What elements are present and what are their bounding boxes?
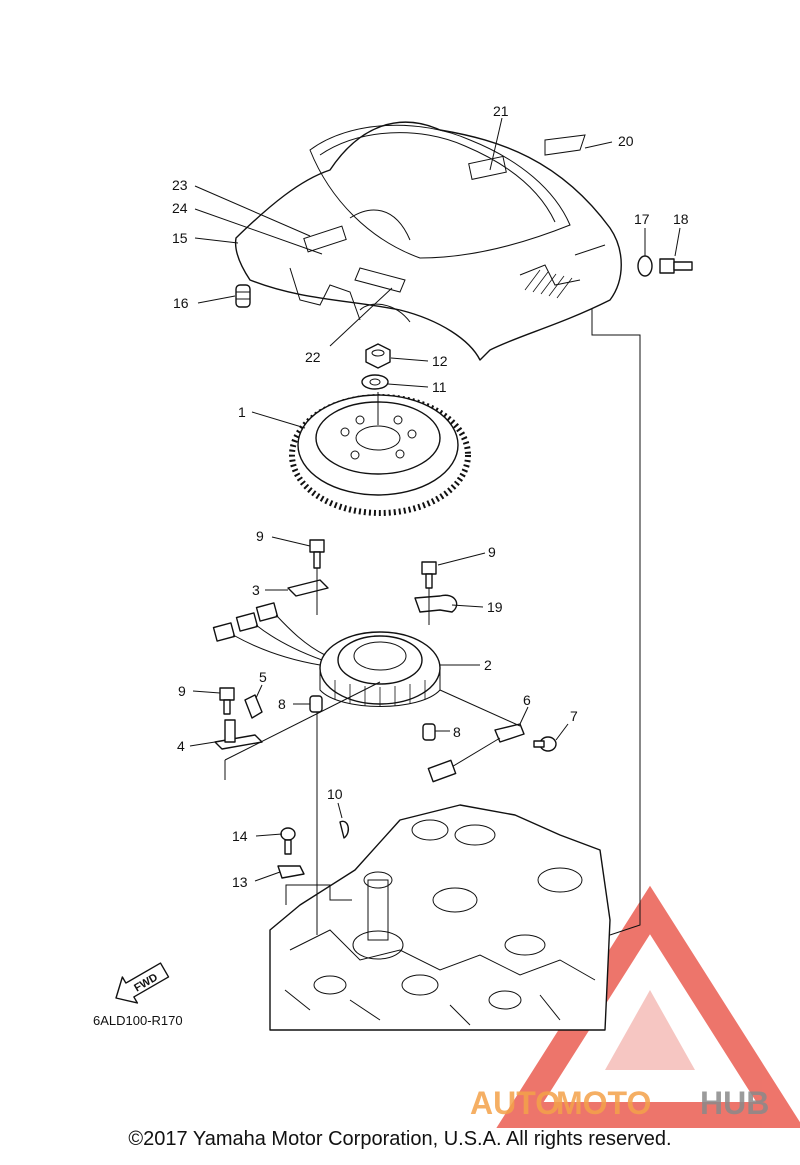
- callout-9-left: 9: [178, 683, 186, 699]
- holder-3: [287, 579, 329, 597]
- callout-5: 5: [259, 669, 267, 685]
- holder-4: [214, 719, 263, 750]
- callout-7: 7: [570, 708, 578, 724]
- assembly-lines: [224, 308, 641, 936]
- callout-11: 11: [432, 379, 447, 395]
- callout-24: 24: [172, 200, 188, 216]
- callout-6: 6: [523, 692, 531, 708]
- bolt-9-right: [421, 561, 437, 589]
- callout-2: 2: [484, 657, 492, 673]
- copyright-notice: ©2017 Yamaha Motor Corporation, U.S.A. A…: [128, 1128, 672, 1150]
- woodruff-key-10: [339, 820, 350, 839]
- stator-connectors: [212, 602, 326, 666]
- callout-8-right: 8: [453, 724, 461, 740]
- diagram-code: 6ALD100-R170: [93, 1013, 183, 1028]
- callout-20: 20: [618, 133, 634, 149]
- wordmark-auto: AUTO: [470, 1085, 560, 1121]
- flywheel-rotor: [289, 394, 471, 516]
- callout-9-right: 9: [488, 544, 496, 560]
- flywheel-cover: [234, 121, 622, 361]
- nut-12: [365, 343, 391, 369]
- callout-12: 12: [432, 353, 448, 369]
- fwd-label: FWD: [132, 971, 160, 994]
- screw-14: [280, 827, 296, 855]
- callout-3: 3: [252, 582, 260, 598]
- callout-23: 23: [172, 177, 188, 193]
- automotohub-wordmark: AUTO MOTO HUB: [470, 1085, 769, 1121]
- callout-10: 10: [327, 786, 343, 802]
- callout-19: 19: [487, 599, 503, 615]
- callout-15: 15: [172, 230, 188, 246]
- stator-coil: [319, 631, 441, 707]
- collar-8-right: [422, 723, 436, 741]
- bolt-9-upper: [309, 539, 325, 569]
- clamp-5: [244, 694, 263, 719]
- callout-16: 16: [173, 295, 189, 311]
- callout-14: 14: [232, 828, 248, 844]
- wordmark-moto: MOTO: [556, 1085, 651, 1121]
- callout-4: 4: [177, 738, 185, 754]
- bolt-9-left: [219, 687, 235, 715]
- callout-labels: 1 2 3 4 5 6 7 8 8 9 9 9 10 11 12 13 14 1…: [172, 103, 689, 890]
- grommet-16: [235, 284, 251, 308]
- callout-1: 1: [238, 404, 246, 420]
- callout-22: 22: [305, 349, 321, 365]
- fwd-arrow-icon: FWD: [115, 962, 170, 1004]
- callout-17: 17: [634, 211, 650, 227]
- callout-13: 13: [232, 874, 248, 890]
- bolt-18: [659, 258, 693, 274]
- screw-7: [533, 736, 557, 752]
- clamp-13: [277, 865, 305, 879]
- clamp-19: [414, 594, 458, 613]
- callout-leaders: [189, 117, 681, 882]
- engine-block: [269, 804, 611, 1031]
- wordmark-hub: HUB: [700, 1085, 769, 1121]
- pulser-coil-6: [427, 723, 525, 783]
- callout-8-left: 8: [278, 696, 286, 712]
- callout-9-upper: 9: [256, 528, 264, 544]
- callout-21: 21: [493, 103, 509, 119]
- callout-18: 18: [673, 211, 689, 227]
- collar-8-left: [309, 695, 323, 713]
- washer-11: [361, 374, 389, 390]
- collar-17: [637, 255, 653, 277]
